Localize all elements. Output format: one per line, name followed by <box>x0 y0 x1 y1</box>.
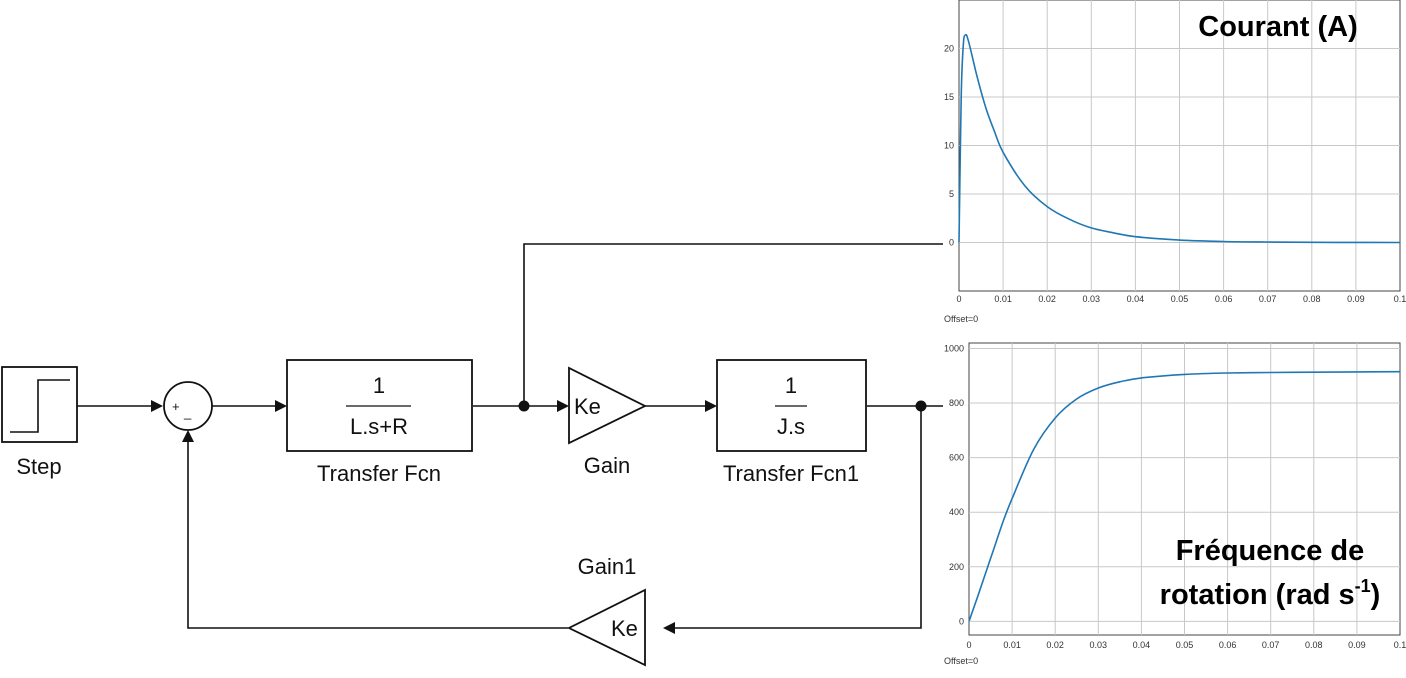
x-tick-label: 0.03 <box>1083 294 1101 304</box>
signal-wires <box>77 243 943 634</box>
speed-scope-title-line1: Fréquence de <box>1176 535 1365 567</box>
transfer-fcn1-numerator: 1 <box>785 373 797 398</box>
x-tick-label: 0.1 <box>1394 640 1406 650</box>
branch-point-current <box>518 400 530 412</box>
current-offset-label: Offset=0 <box>944 314 978 324</box>
y-tick-label: 10 <box>944 141 954 151</box>
sum-circle[interactable] <box>163 381 213 431</box>
gain1-block[interactable]: Ke Gain1 <box>566 554 646 667</box>
speed-title-main: rotation (rad s <box>1160 579 1355 611</box>
x-tick-label: 0.07 <box>1262 640 1280 650</box>
gain-label: Gain <box>584 453 630 478</box>
x-tick-label: 0.01 <box>994 294 1012 304</box>
speed-grid <box>969 343 1400 635</box>
sum-block[interactable]: + _ <box>163 381 213 431</box>
step-icon <box>10 379 70 433</box>
x-tick-label: 0 <box>956 294 961 304</box>
x-tick-label: 0.03 <box>1090 640 1108 650</box>
y-tick-label: 400 <box>949 507 964 517</box>
current-scope-title: Courant (A) <box>1198 11 1357 43</box>
x-tick-label: 0.09 <box>1348 640 1366 650</box>
y-tick-label: 20 <box>944 44 954 54</box>
y-tick-label: 15 <box>944 92 954 102</box>
transfer-fcn1-block[interactable]: 1 J.s Transfer Fcn1 <box>716 359 867 486</box>
gain-block[interactable]: Ke Gain <box>568 366 648 478</box>
x-tick-label: 0.07 <box>1259 294 1277 304</box>
y-tick-label: 200 <box>949 562 964 572</box>
current-scope: 0 5 10 15 20 0 0.01 0.02 0.03 0.04 0.05 0.06 0.07 0.… <box>944 0 1406 324</box>
y-tick-label: 0 <box>959 616 964 626</box>
x-tick-label: 0.06 <box>1215 294 1233 304</box>
speed-scope-title-line2: rotation (rad s-1) <box>1160 576 1381 611</box>
sum-minus-sign: _ <box>183 405 192 420</box>
x-tick-label: 0.04 <box>1127 294 1145 304</box>
transfer-fcn-block[interactable]: 1 L.s+R Transfer Fcn <box>286 359 473 486</box>
y-tick-label: 5 <box>949 189 954 199</box>
y-tick-label: 1000 <box>944 343 964 353</box>
x-tick-label: 0.05 <box>1171 294 1189 304</box>
gain1-triangle[interactable] <box>566 588 646 667</box>
x-tick-label: 0.01 <box>1003 640 1021 650</box>
speed-title-sup: -1 <box>1355 576 1371 596</box>
transfer-fcn-denominator: L.s+R <box>350 414 408 439</box>
sum-plus-sign: + <box>172 399 180 414</box>
step-label: Step <box>16 454 61 479</box>
speed-x-ticks: 0 0.01 0.02 0.03 0.04 0.05 0.06 0.07 0.08 0.09 0.1 <box>966 640 1406 650</box>
step-block-box[interactable] <box>1 366 78 443</box>
speed-title-end: ) <box>1371 579 1381 611</box>
wire-feedback-to-gain1[interactable] <box>663 406 922 634</box>
gain-triangle[interactable] <box>568 366 648 445</box>
gain1-value: Ke <box>611 616 638 641</box>
wire-gain1-to-sum[interactable] <box>182 430 568 629</box>
wire-branch-to-current-scope[interactable] <box>523 243 943 406</box>
step-block[interactable]: Step <box>1 366 78 479</box>
x-tick-label: 0.02 <box>1046 640 1064 650</box>
transfer-fcn-numerator: 1 <box>373 373 385 398</box>
x-tick-label: 0.04 <box>1133 640 1151 650</box>
speed-trace <box>968 370 1401 622</box>
current-trace <box>958 33 1401 244</box>
x-tick-label: 0.06 <box>1219 640 1237 650</box>
x-tick-label: 0.02 <box>1038 294 1056 304</box>
gain1-label: Gain1 <box>578 554 637 579</box>
x-tick-label: 0.09 <box>1347 294 1365 304</box>
transfer-fcn-label: Transfer Fcn <box>317 461 441 486</box>
transfer-fcn1-label: Transfer Fcn1 <box>723 461 859 486</box>
y-tick-label: 800 <box>949 398 964 408</box>
y-tick-label: 0 <box>949 238 954 248</box>
y-tick-label: 600 <box>949 453 964 463</box>
speed-y-ticks: 0 200 400 600 800 1000 <box>944 343 964 626</box>
gain-value: Ke <box>574 394 601 419</box>
x-tick-label: 0.08 <box>1305 640 1323 650</box>
x-tick-label: 0.05 <box>1176 640 1194 650</box>
x-tick-label: 0.08 <box>1303 294 1321 304</box>
speed-offset-label: Offset=0 <box>944 656 978 666</box>
current-x-ticks: 0 0.01 0.02 0.03 0.04 0.05 0.06 0.07 0.08 0.09 0.1 <box>956 294 1406 304</box>
current-y-ticks: 0 5 10 15 20 <box>944 44 954 248</box>
x-tick-label: 0 <box>966 640 971 650</box>
x-tick-label: 0.1 <box>1394 294 1406 304</box>
transfer-fcn1-denominator: J.s <box>777 414 805 439</box>
